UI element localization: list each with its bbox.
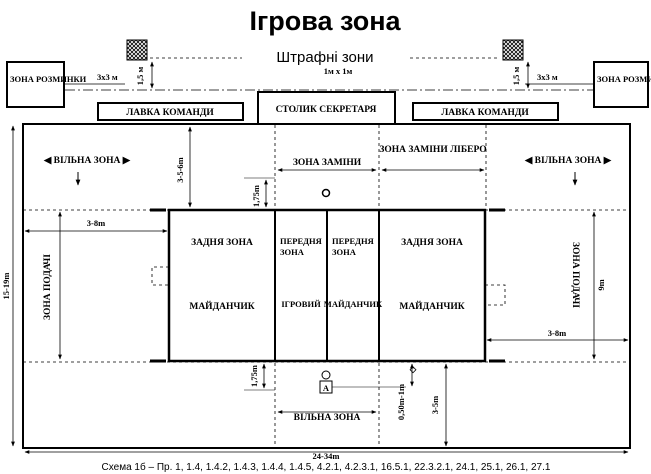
warmup-dim-right: 3х3 м xyxy=(537,72,558,82)
team-bench-left xyxy=(97,102,244,121)
dim-9m: 9m xyxy=(596,279,606,290)
dim-3-5-6: 3-5-6m xyxy=(175,157,185,183)
penalty-dim-right: 1,5 м xyxy=(511,67,521,86)
penalty-size-label: 1м х 1м xyxy=(324,66,353,76)
front-zone-left-label-2: ЗОНА xyxy=(280,247,305,257)
libero-zone-label: ЗОНА ЗАМІНИ ЛІБЕРО xyxy=(379,145,486,155)
penalty-area-right xyxy=(502,39,524,61)
dim-050: 0,50m-1m xyxy=(396,384,406,420)
warmup-zone-left xyxy=(6,61,65,108)
back-zone-right-label: ЗАДНЯ ЗОНА xyxy=(401,238,463,248)
penalty-zones-label: Штрафні зони xyxy=(276,49,373,66)
warmup-zone-right-label: ЗОНА РОЗМИНКИ xyxy=(597,74,651,84)
court-small-label: МАЙДАНЧИК xyxy=(324,299,383,309)
warmup-dim-left: 3х3 м xyxy=(97,72,118,82)
caption: Схема 1б – Пр. 1, 1.4, 1.4.2, 1.4.3, 1.4… xyxy=(102,461,551,473)
front-zone-right-label: ПЕРЕДНЯ xyxy=(332,236,374,246)
service-zone-left-label: ЗОНА ПОДАЧІ xyxy=(43,254,53,320)
dim-3-8-right: 3-8m xyxy=(548,328,566,338)
substitution-zone-label: ЗОНА ЗАМІНИ xyxy=(293,158,362,168)
team-bench-left-label: ЛАВКА КОМАНДИ xyxy=(126,108,214,118)
back-zone-left-label: ЗАДНЯ ЗОНА xyxy=(191,238,253,248)
penalty-area-left xyxy=(126,39,148,61)
dim-15-19: 15-19m xyxy=(1,273,11,300)
warmup-zone-left-label: ЗОНА РОЗМИНКИ xyxy=(10,74,87,84)
page-title: Ігрова зона xyxy=(249,6,401,36)
playing-area-border xyxy=(22,123,631,449)
court-left-label: МАЙДАНЧИК xyxy=(189,300,254,312)
net-post-symbol: ◇ xyxy=(409,364,418,374)
front-zone-right-label-2: ЗОНА xyxy=(332,247,357,257)
dim-3-5: 3-5m xyxy=(430,396,440,414)
court-right-label: МАЙДАНЧИК xyxy=(399,300,464,312)
warmup-zone-right xyxy=(593,61,649,108)
scorer-table-label: СТОЛИК СЕКРЕТАРЯ xyxy=(276,105,377,115)
front-zone-left-label: ПЕРЕДНЯ xyxy=(280,236,322,246)
first-referee-head xyxy=(321,370,331,380)
service-zone-right-label: ЗОНА ПОДАЧІ xyxy=(570,242,580,308)
team-bench-right xyxy=(412,102,559,121)
team-bench-right-label: ЛАВКА КОМАНДИ xyxy=(441,108,529,118)
bottom-free-zone-label: ВІЛЬНА ЗОНА xyxy=(294,413,361,423)
free-zone-right-label: ◀ ВІЛЬНА ЗОНА ▶ xyxy=(524,156,613,166)
dim-3-8-left: 3-8m xyxy=(87,218,105,228)
scorer-table xyxy=(257,91,396,125)
dim-24-34: 24-34m xyxy=(313,451,340,461)
free-zone-left-label: ◀ ВІЛЬНА ЗОНА ▶ xyxy=(43,156,132,166)
dim-175-top: 1,75m xyxy=(251,185,261,207)
net-post-left xyxy=(151,266,169,286)
second-referee-position xyxy=(321,188,331,198)
net-post-right xyxy=(485,284,506,306)
playing-label: ІГРОВИЙ xyxy=(281,299,321,309)
first-referee-label: A xyxy=(323,383,330,393)
dim-175-bottom: 1,75m xyxy=(249,365,259,387)
penalty-dim-left: 1,5 м xyxy=(135,67,145,86)
